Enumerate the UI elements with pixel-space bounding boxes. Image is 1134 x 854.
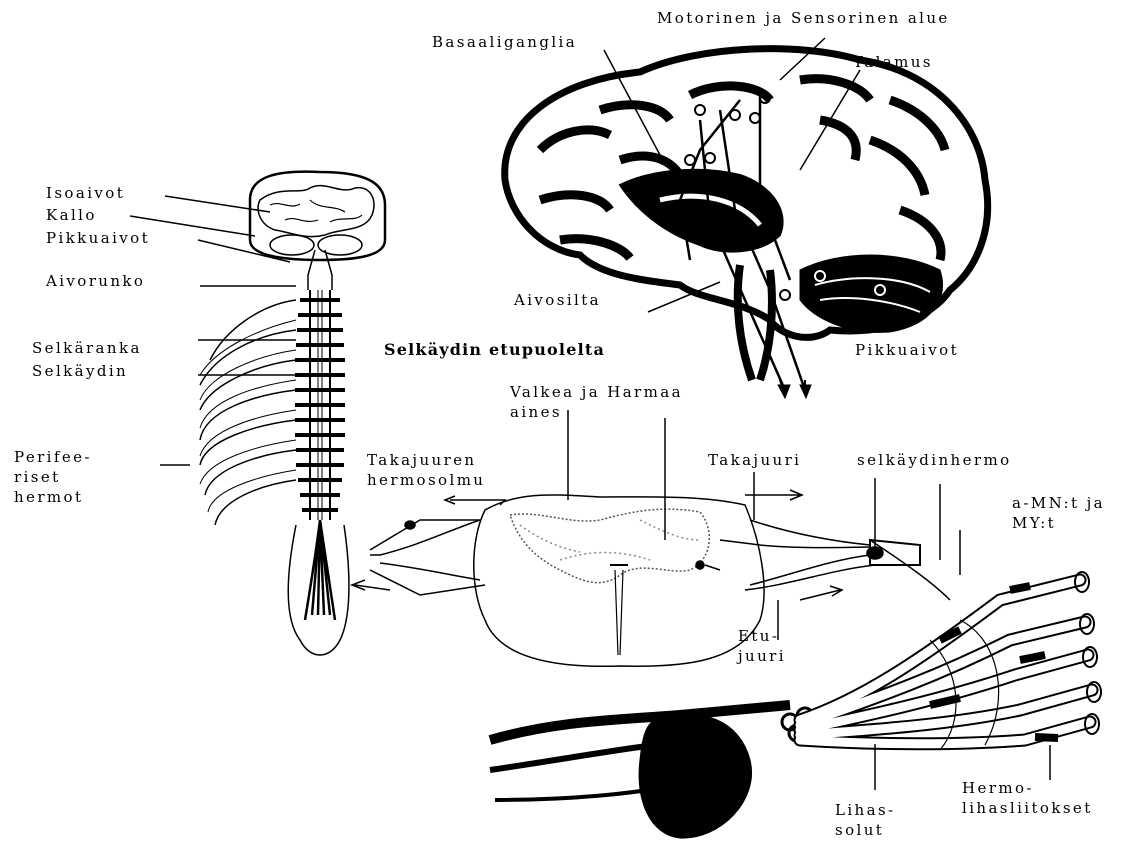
label-basal-ganglia: Basaaliganglia [432,32,577,52]
label-white-gray-matter-line1: Valkea ja Harmaa [510,382,683,402]
label-muscle-cells-line1: Lihas- [835,800,896,820]
label-alpha-motor-neurons-line1: a-MN:t ja [1012,493,1105,513]
label-spine: Selkäranka [32,338,142,358]
label-dorsal-root-ganglion: Takajuuren hermosolmu [367,450,485,490]
label-spinal-cord-anterior: Selkäydin etupuolelta [384,340,605,360]
label-thalamus: Talamus [853,52,933,72]
spinal-cord-cross-section [352,490,920,666]
label-muscle-cells: Lihas- solut [835,800,896,840]
label-neuromuscular-junctions: Hermo- lihasliitokset [962,778,1093,818]
label-dorsal-root-ganglion-line1: Takajuuren [367,450,485,470]
label-peripheral-nerves: Perifee- riset hermot [14,447,92,507]
label-skull: Kallo [46,205,97,225]
label-cerebellum-right: Pikkuaivot [855,340,959,360]
label-ventral-root: Etu- juuri [738,626,786,666]
label-spinal-cord: Selkäydin [32,361,128,381]
label-ventral-root-line1: Etu- [738,626,786,646]
label-alpha-motor-neurons-line2: MY:t [1012,513,1105,533]
label-peripheral-nerves-line1: Perifee- [14,447,92,467]
label-neuromuscular-junctions-line1: Hermo- [962,778,1093,798]
label-spinal-nerve: selkäydinhermo [857,450,1012,470]
label-peripheral-nerves-line3: hermot [14,487,92,507]
label-dorsal-root-ganglion-line2: hermosolmu [367,470,485,490]
label-neuromuscular-junctions-line2: lihasliitokset [962,798,1093,818]
label-muscle-cells-line2: solut [835,820,896,840]
label-pons: Aivosilta [514,290,601,310]
label-ventral-root-line2: juuri [738,646,786,666]
label-peripheral-nerves-line2: riset [14,467,92,487]
label-motor-sensory-area: Motorinen ja Sensorinen alue [657,8,950,28]
label-cerebrum: Isoaivot [46,183,125,203]
label-alpha-motor-neurons: a-MN:t ja MY:t [1012,493,1105,533]
label-white-gray-matter-line2: aines [510,402,683,422]
label-dorsal-root: Takajuuri [708,450,801,470]
label-cerebellum-left: Pikkuaivot [46,228,150,248]
label-white-gray-matter: Valkea ja Harmaa aines [510,382,683,422]
label-brainstem: Aivorunko [46,271,145,291]
